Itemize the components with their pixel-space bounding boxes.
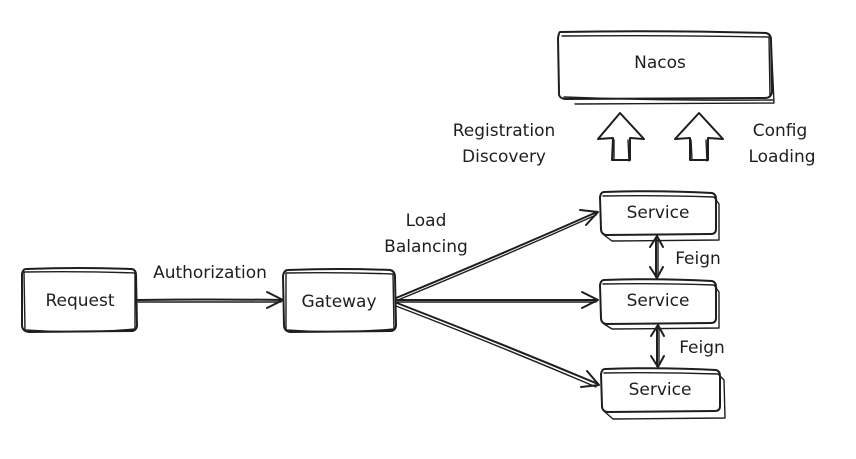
- feign-arrow-2: [650, 324, 665, 368]
- balancing-label: Balancing: [384, 237, 468, 257]
- registration-label: Registration: [453, 121, 556, 141]
- gateway-label: Gateway: [301, 292, 376, 312]
- service-node-1[interactable]: Service: [599, 190, 720, 242]
- discovery-label: Discovery: [462, 147, 546, 167]
- loading-label: Loading: [748, 147, 815, 167]
- gateway-node[interactable]: Gateway: [282, 268, 397, 333]
- authorization-label: Authorization: [153, 263, 267, 283]
- feign-arrow-1: [649, 235, 664, 279]
- load-balancing-arrows: [395, 209, 600, 388]
- config-label: Config: [753, 121, 808, 141]
- request-label: Request: [45, 291, 114, 311]
- nacos-node[interactable]: Nacos: [557, 30, 775, 105]
- service-1-label: Service: [627, 203, 690, 223]
- service-node-2[interactable]: Service: [599, 278, 720, 330]
- request-node[interactable]: Request: [21, 267, 138, 333]
- service-3-label: Service: [629, 380, 692, 400]
- request-to-gateway-arrow: [137, 291, 284, 309]
- feign-label-1: Feign: [675, 249, 721, 269]
- service-2-label: Service: [627, 291, 690, 311]
- registration-up-arrow: [597, 112, 645, 162]
- config-up-arrow: [674, 112, 724, 162]
- service-node-3[interactable]: Service: [600, 367, 726, 420]
- load-label: Load: [406, 211, 447, 231]
- feign-label-2: Feign: [679, 338, 725, 358]
- nacos-label: Nacos: [634, 53, 686, 73]
